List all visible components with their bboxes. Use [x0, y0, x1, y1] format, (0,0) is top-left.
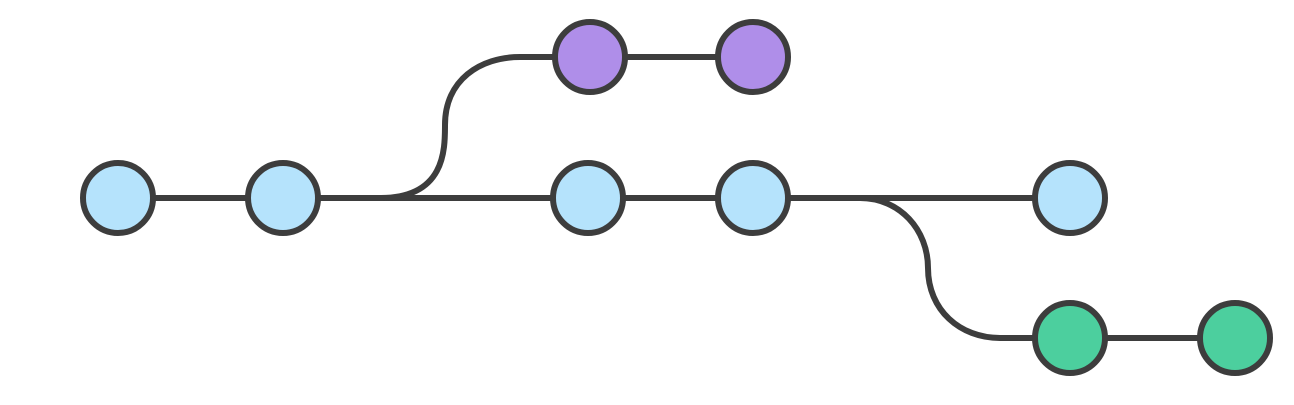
commit-node-lower-1	[1032, 300, 1108, 376]
commit-node-upper-1	[552, 19, 628, 95]
upper-branch-fork-line	[357, 54, 756, 201]
commit-node-upper-2	[715, 19, 791, 95]
commit-node-main-5	[1032, 160, 1108, 236]
lower-branch-fork-line	[837, 195, 1238, 341]
commit-node-main-4	[715, 160, 791, 236]
commit-node-main-1	[80, 160, 156, 236]
commit-node-lower-2	[1197, 300, 1273, 376]
commit-node-main-3	[550, 160, 626, 236]
commit-node-main-2	[245, 160, 321, 236]
commit-nodes	[80, 19, 1273, 376]
